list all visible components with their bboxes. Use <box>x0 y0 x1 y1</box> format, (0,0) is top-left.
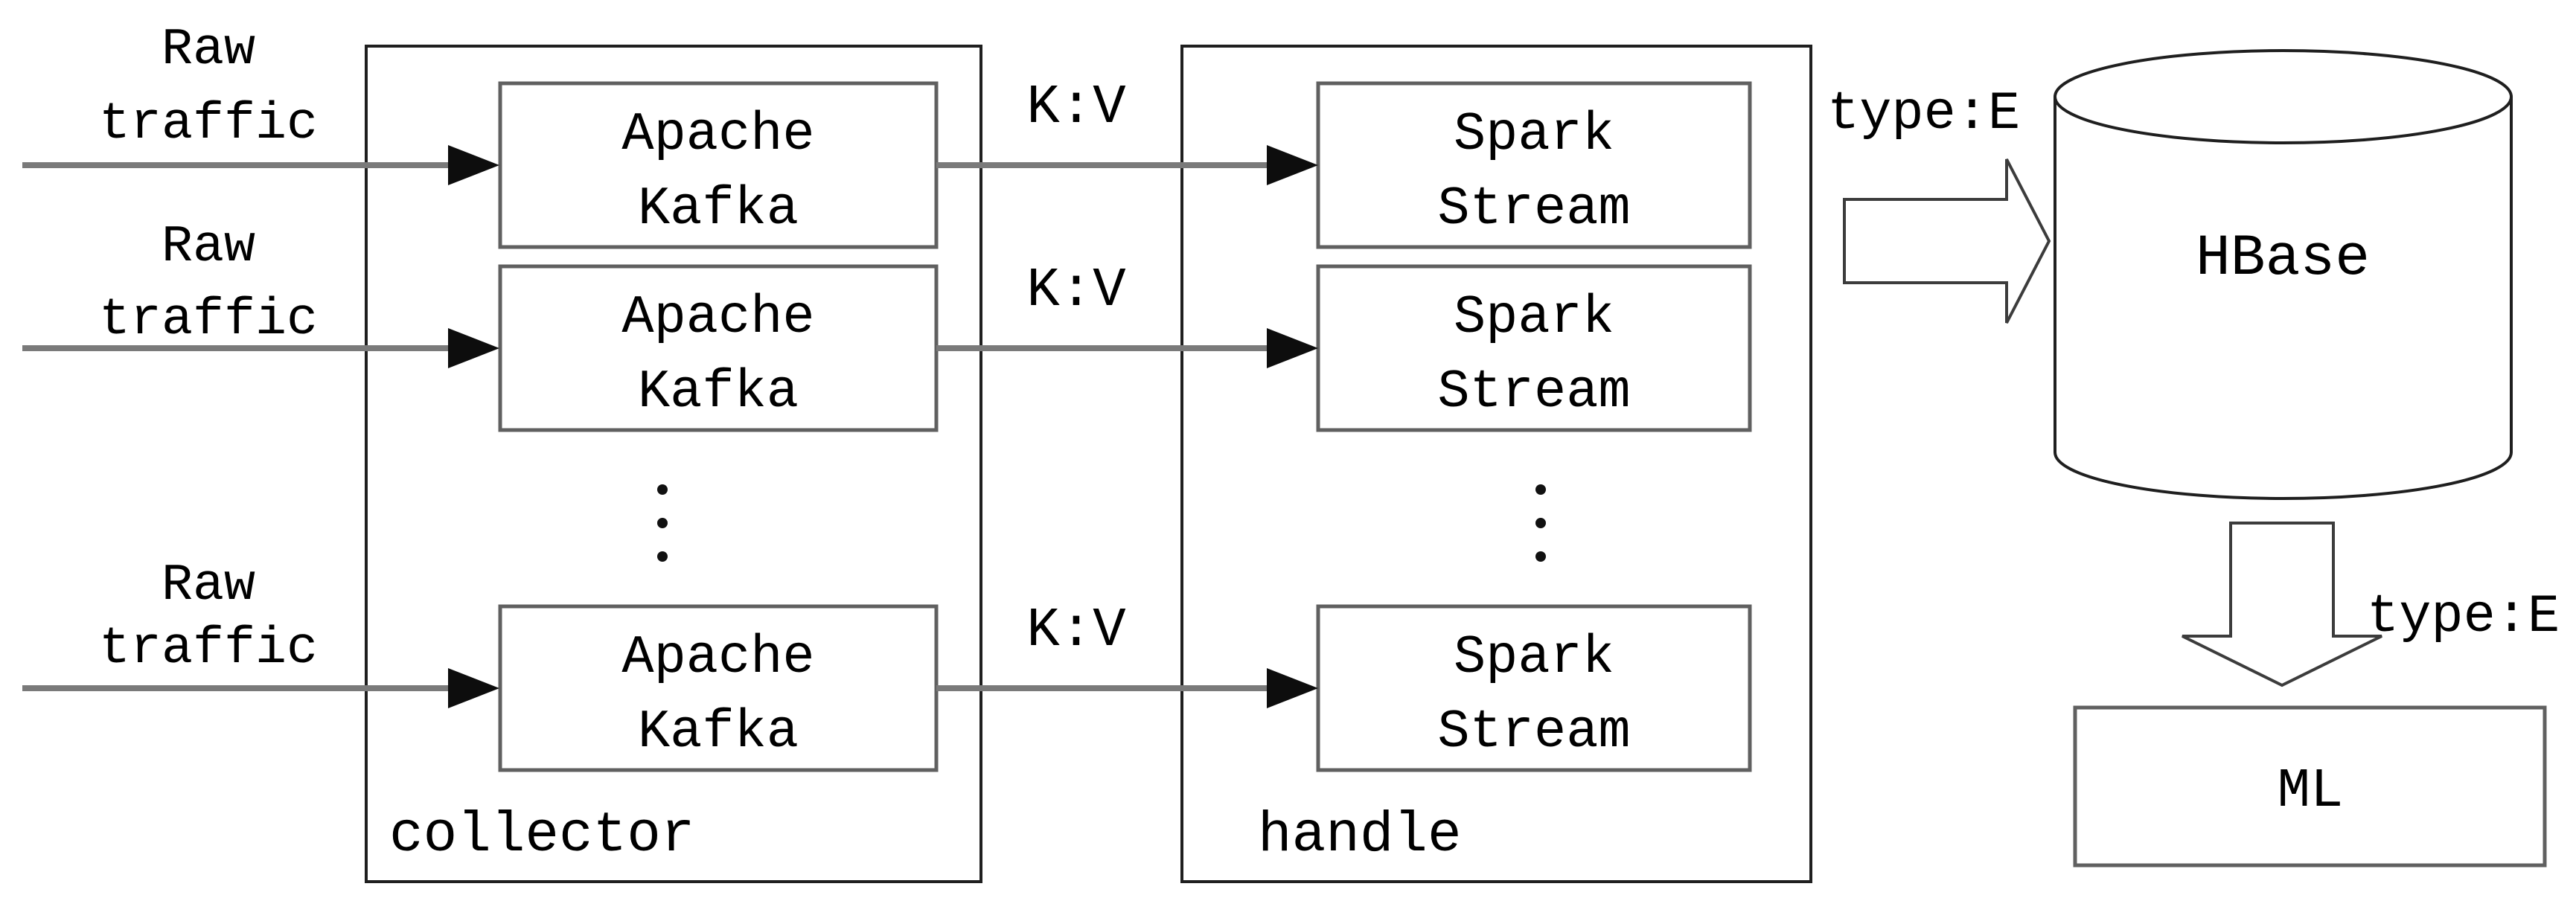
hbase-cylinder-top <box>2054 49 2513 144</box>
source-3-label-line1: Raw <box>162 557 255 615</box>
source-arrowhead-3-icon <box>448 668 499 708</box>
handle-label: handle <box>1258 804 1462 868</box>
block-arrow-right-icon <box>1843 158 2051 324</box>
source-3-label-line2: traffic <box>99 620 318 679</box>
kv-label-1: K:V <box>1026 77 1126 139</box>
ml-component: ML <box>2073 705 2547 868</box>
spark-node-1 <box>1316 81 1752 249</box>
collector-vertical-ellipsis-icon <box>657 484 668 562</box>
kv-arrowhead-2-icon <box>1267 328 1318 368</box>
source-2-label-line2: traffic <box>99 291 318 350</box>
handle-vertical-ellipsis-icon <box>1535 484 1546 562</box>
source-1-label-line1: Raw <box>162 21 255 80</box>
ml-in-label: type:E <box>2367 586 2560 647</box>
spark-node-1-line1: Spark <box>1454 104 1614 165</box>
source-arrowhead-1-icon <box>448 145 499 185</box>
spark-node-3 <box>1316 604 1752 772</box>
handle-container: handle Spark Stream Spark Stream Spark S… <box>1180 45 1812 883</box>
kafka-node-1-line1: Apache <box>621 104 814 165</box>
hbase-in-edge: type:E <box>1827 83 2051 324</box>
source-2: Raw traffic <box>22 218 499 368</box>
hbase-storage: HBase <box>2054 49 2513 500</box>
kafka-node-2 <box>498 264 939 432</box>
source-arrowhead-2-icon <box>448 328 499 368</box>
block-arrow-down-icon <box>2182 522 2382 687</box>
spark-node-3-line2: Stream <box>1437 702 1630 763</box>
collector-label: collector <box>389 804 694 868</box>
kafka-node-2-line2: Kafka <box>638 362 799 423</box>
kafka-node-1 <box>498 81 939 249</box>
kafka-node-3-line2: Kafka <box>638 702 799 763</box>
kv-edge-2: K:V <box>936 260 1318 368</box>
kafka-node-2-line1: Apache <box>621 287 814 348</box>
kv-arrowhead-1-icon <box>1267 145 1318 185</box>
source-2-label-line1: Raw <box>162 218 255 277</box>
kv-edge-3: K:V <box>936 600 1318 708</box>
ml-box <box>2073 705 2547 868</box>
ml-in-edge: type:E <box>2182 522 2560 687</box>
spark-node-3-line1: Spark <box>1454 627 1614 688</box>
spark-node-2-line1: Spark <box>1454 287 1614 348</box>
source-3: Raw traffic <box>22 557 499 708</box>
kv-label-2: K:V <box>1026 260 1126 322</box>
hbase-label: HBase <box>2196 226 2370 292</box>
kafka-node-3-line1: Apache <box>621 627 814 688</box>
kv-edge-1: K:V <box>936 77 1318 185</box>
kafka-node-1-line2: Kafka <box>638 179 799 240</box>
kv-arrowhead-3-icon <box>1267 668 1318 708</box>
source-1-label-line2: traffic <box>99 95 318 154</box>
collector-container: collector Apache Kafka Apache Kafka Apac… <box>365 45 982 883</box>
ml-label: ML <box>2278 760 2344 823</box>
hbase-cylinder-body <box>2054 97 2513 500</box>
spark-node-1-line2: Stream <box>1437 179 1630 240</box>
spark-node-2-line2: Stream <box>1437 362 1630 423</box>
hbase-in-label: type:E <box>1827 83 2020 144</box>
kv-label-3: K:V <box>1026 600 1126 662</box>
source-1: Raw traffic <box>22 21 499 185</box>
